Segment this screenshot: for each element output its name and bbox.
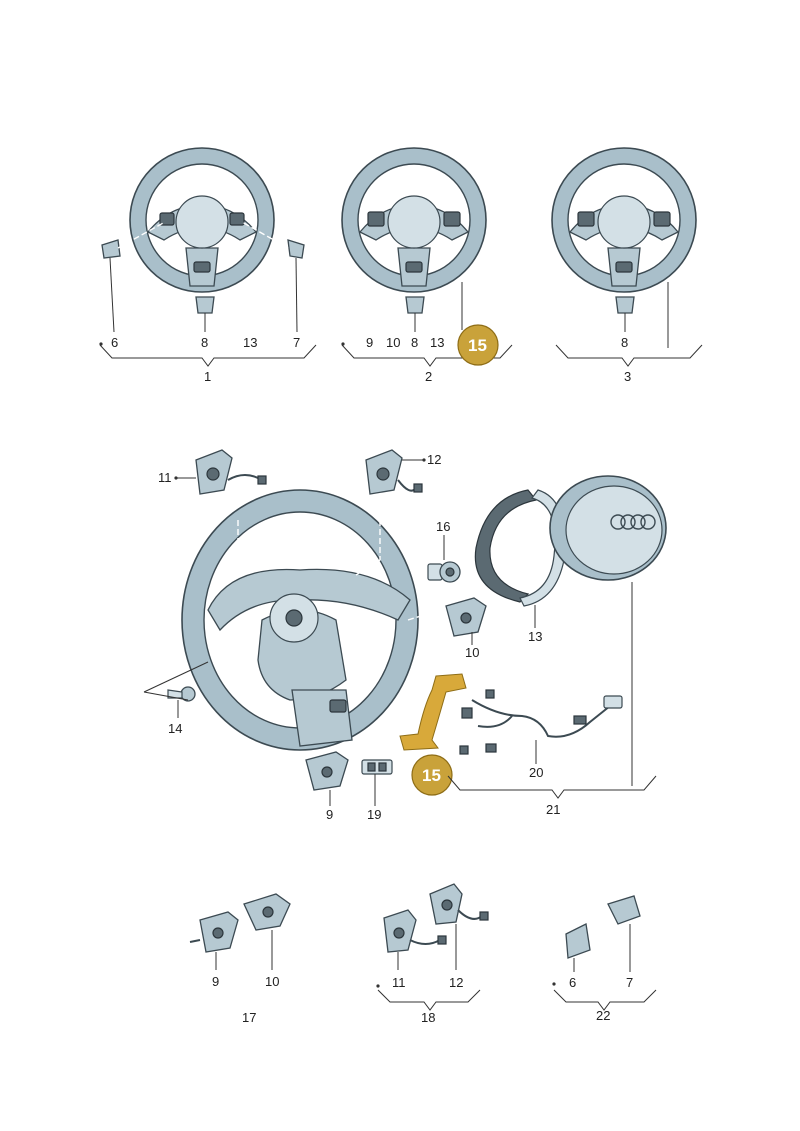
callout-10: 10: [465, 645, 479, 660]
switch-module-11[interactable]: [195, 449, 267, 495]
switch-module-9[interactable]: [305, 751, 349, 791]
screw-14[interactable]: [167, 686, 196, 702]
callout-7: 7: [293, 335, 300, 350]
callout-15: 15: [468, 336, 487, 355]
callout-19: 19: [367, 807, 381, 822]
callout-9: 9: [366, 335, 373, 350]
callout-13: 13: [528, 629, 542, 644]
callout-10: 10: [265, 974, 279, 989]
steering-wheel-exploded[interactable]: [181, 489, 441, 751]
callout-11: 11: [158, 470, 172, 485]
callout-8: 8: [621, 335, 628, 350]
callout-13: 13: [430, 335, 444, 350]
highlight-badge-15[interactable]: 15: [457, 324, 499, 366]
switch-module-11-set[interactable]: [383, 909, 447, 953]
switch-cover-19[interactable]: [361, 759, 393, 775]
callout-3: 3: [624, 369, 631, 384]
paddle-7-set[interactable]: [607, 895, 641, 925]
callout-9: 9: [212, 974, 219, 989]
callout-9: 9: [326, 807, 333, 822]
callout-12: 12: [449, 975, 463, 990]
steering-wheel-variant-2[interactable]: [341, 147, 487, 314]
callout-1: 1: [204, 369, 211, 384]
callout-22: 22: [596, 1008, 610, 1023]
switch-module-10[interactable]: [445, 597, 487, 637]
callout-15: 15: [422, 766, 441, 785]
paddle-6-set[interactable]: [565, 923, 591, 959]
callout-21: 21: [546, 802, 560, 817]
callout-11: 11: [392, 975, 406, 990]
callout-17: 17: [242, 1010, 256, 1025]
highlight-badge-15[interactable]: 15: [411, 754, 453, 796]
switch-module-10-set[interactable]: [243, 893, 291, 931]
callout-7: 7: [626, 975, 633, 990]
callout-13: 13: [243, 335, 257, 350]
switch-module-9-set[interactable]: [189, 911, 239, 953]
callout-16: 16: [436, 519, 450, 534]
steering-wheel-variant-1[interactable]: [101, 147, 305, 314]
callout-20: 20: [529, 765, 543, 780]
callout-14: 14: [168, 721, 182, 736]
steering-wheel-variant-3[interactable]: [551, 147, 697, 314]
callout-10: 10: [386, 335, 400, 350]
ribbon-cable-15[interactable]: [399, 673, 467, 751]
switch-module-12-set[interactable]: [429, 883, 489, 925]
bolt-16[interactable]: [427, 561, 461, 583]
airbag-unit[interactable]: [549, 475, 667, 581]
callout-12: 12: [427, 452, 441, 467]
callout-6: 6: [569, 975, 576, 990]
callout-8: 8: [201, 335, 208, 350]
wiring-harness-20[interactable]: [459, 689, 623, 755]
callout-8: 8: [411, 335, 418, 350]
callout-18: 18: [421, 1010, 435, 1025]
switch-module-12[interactable]: [365, 449, 423, 495]
trim-ring-13[interactable]: [474, 489, 566, 607]
callout-2: 2: [425, 369, 432, 384]
callout-6: 6: [111, 335, 118, 350]
